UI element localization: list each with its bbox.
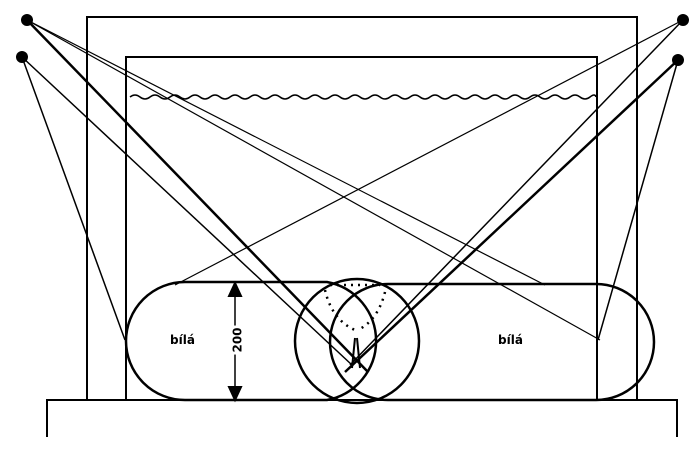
beam bbox=[344, 59, 679, 373]
dimension-label: 200 bbox=[230, 325, 245, 355]
center-circle bbox=[293, 277, 421, 405]
dotted-arc bbox=[323, 283, 387, 332]
light-source-icon bbox=[16, 51, 28, 63]
arrow-down-icon bbox=[227, 386, 243, 403]
beam bbox=[21, 56, 353, 366]
light-source-icon bbox=[21, 14, 33, 26]
arrow-up-icon bbox=[227, 280, 243, 297]
spike bbox=[351, 337, 361, 369]
base bbox=[46, 399, 678, 437]
beam bbox=[26, 19, 369, 373]
light-source-icon bbox=[677, 14, 689, 26]
beam bbox=[26, 19, 601, 341]
beam bbox=[174, 19, 684, 286]
beam bbox=[26, 19, 546, 286]
outer-frame bbox=[86, 16, 638, 400]
label-left: bílá bbox=[170, 333, 195, 347]
beam bbox=[349, 19, 684, 366]
light-source-icon bbox=[672, 54, 684, 66]
right-capsule bbox=[328, 282, 656, 402]
water-line bbox=[129, 94, 597, 100]
label-right: bílá bbox=[498, 333, 523, 347]
left-capsule bbox=[124, 280, 378, 402]
beam bbox=[597, 59, 679, 341]
beam bbox=[21, 56, 126, 341]
inner-frame bbox=[125, 56, 598, 400]
